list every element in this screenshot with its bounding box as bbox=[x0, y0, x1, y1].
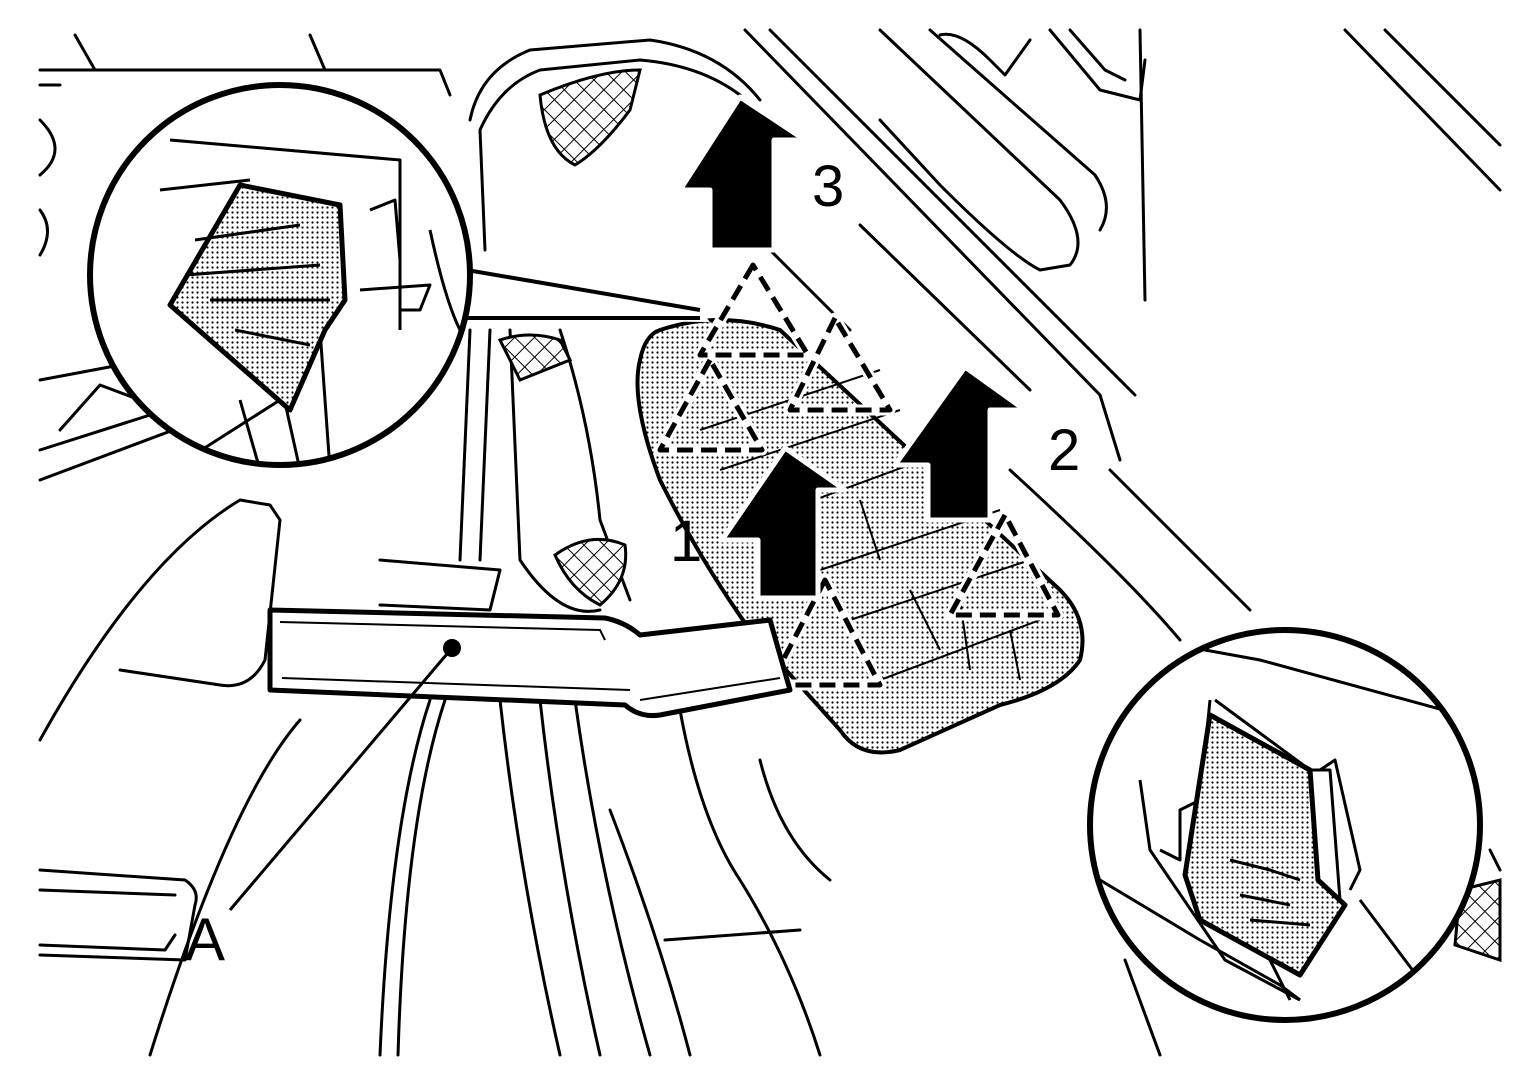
tool-a-label: A bbox=[185, 906, 226, 973]
magnifier-left bbox=[87, 82, 710, 468]
step-2-label: 2 bbox=[1048, 418, 1081, 483]
background-structure bbox=[38, 28, 1502, 1057]
step-1-label: 1 bbox=[670, 509, 703, 574]
removal-tool bbox=[228, 607, 793, 911]
clip-warning-triangle-icon bbox=[657, 262, 1061, 688]
magnifier-right bbox=[1087, 627, 1483, 1023]
step-3-label: 3 bbox=[812, 154, 845, 219]
arrow-up-icon bbox=[677, 94, 1028, 601]
